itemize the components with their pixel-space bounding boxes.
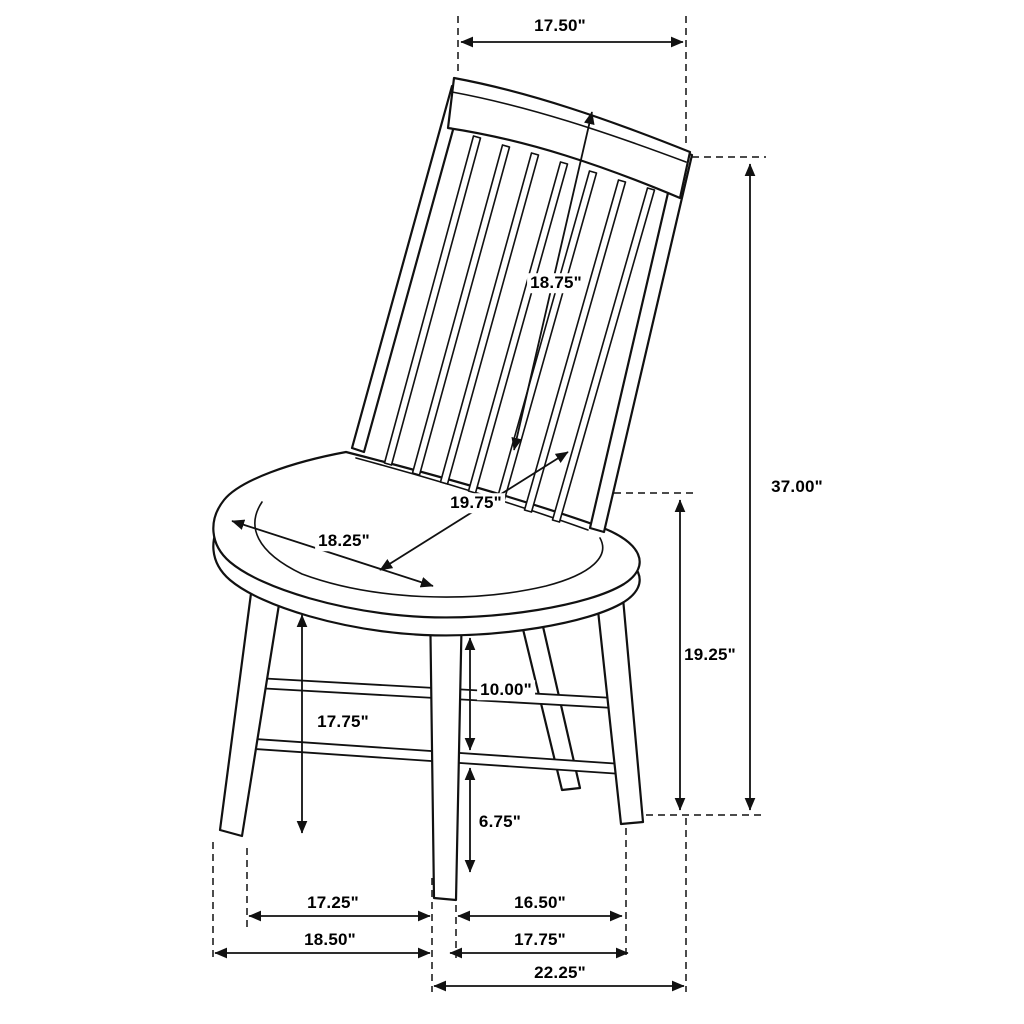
dim-label-side-feet-inner: 16.50" bbox=[511, 893, 569, 913]
dim-label-stretcher-to-floor: 6.75" bbox=[475, 812, 525, 832]
dim-label-seat-back-to-floor: 19.25" bbox=[681, 645, 739, 665]
extension-lines bbox=[212, 16, 766, 992]
dim-label-seat-to-stretcher: 10.00" bbox=[477, 680, 535, 700]
dim-label-seat-height: 17.75" bbox=[314, 712, 372, 732]
dim-label-front-feet-inner: 17.25" bbox=[304, 893, 362, 913]
chair-crest-rail bbox=[446, 76, 692, 200]
dim-label-seat-diagonal: 19.75" bbox=[447, 493, 505, 513]
dim-label-top-width: 17.50" bbox=[531, 16, 589, 36]
chair-drawing bbox=[212, 76, 694, 902]
dim-arrow-seat-width bbox=[231, 519, 434, 588]
chair-leg-front-right bbox=[428, 596, 464, 902]
dim-label-side-feet-outer: 17.75" bbox=[511, 930, 569, 950]
dim-label-overall-height: 37.00" bbox=[768, 477, 826, 497]
dim-label-front-feet-outer: 18.50" bbox=[301, 930, 359, 950]
dim-label-overall-depth: 22.25" bbox=[531, 963, 589, 983]
dim-label-seat-width: 18.25" bbox=[315, 531, 373, 551]
dim-label-backrest-length: 18.75" bbox=[527, 273, 585, 293]
